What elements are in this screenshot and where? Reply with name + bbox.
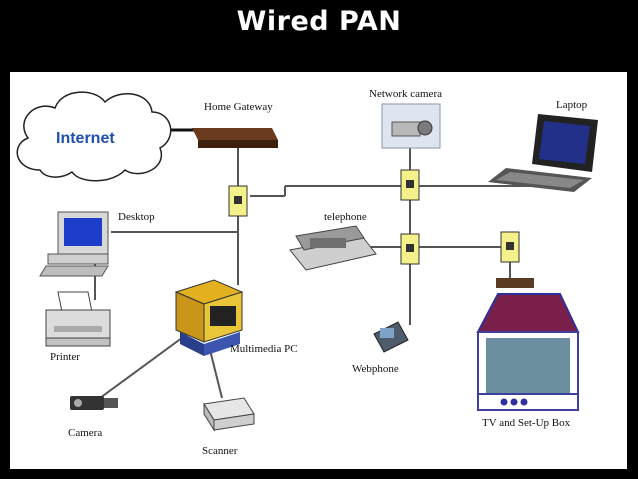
printer-icon (45, 291, 111, 347)
printer-label: Printer (50, 351, 80, 363)
wall-outlets (228, 169, 520, 265)
wall-outlet-icon (500, 231, 520, 263)
slide-title: Wired PAN (236, 6, 402, 37)
tv-icon (476, 278, 580, 411)
video-camera-icon (70, 396, 118, 410)
video-camera: Camera (68, 396, 118, 439)
scanner-label: Scanner (202, 445, 238, 457)
camera-icon (381, 103, 441, 149)
internet-cloud: Internet (16, 91, 172, 182)
camera-label: Camera (68, 427, 102, 439)
tv-settop: TV and Set-Up Box (476, 278, 580, 429)
scanner: Scanner (202, 397, 255, 457)
desktop-label: Desktop (118, 211, 155, 223)
laptop-label: Laptop (556, 99, 588, 111)
wall-outlet-icon (400, 233, 420, 265)
webphone-label: Webphone (352, 363, 399, 375)
multimedia-pc: Multimedia PC (174, 279, 298, 356)
telephone-label: telephone (324, 211, 367, 223)
laptop: Laptop (488, 99, 598, 192)
desktop: Desktop (39, 211, 155, 277)
printer: Printer (45, 291, 111, 363)
router-icon (192, 128, 278, 148)
home-gateway-label: Home Gateway (204, 101, 273, 113)
multimedia-pc-label: Multimedia PC (230, 343, 298, 355)
cloud-icon (16, 91, 172, 182)
webphone: Webphone (352, 321, 409, 375)
network-camera-label: Network camera (369, 88, 442, 100)
tv-settop-label: TV and Set-Up Box (482, 417, 571, 429)
telephone-icon (289, 225, 377, 271)
internet-label: Internet (56, 130, 115, 147)
wall-outlet-icon (400, 169, 420, 201)
telephone: telephone (289, 211, 377, 271)
webphone-icon (373, 321, 409, 353)
home-gateway: Home Gateway (192, 101, 278, 148)
laptop-icon (488, 114, 598, 192)
wall-outlet-icon (228, 185, 248, 217)
scanner-icon (203, 397, 255, 432)
pc-icon (174, 279, 244, 356)
desktop-icon (39, 211, 109, 277)
network-camera: Network camera (369, 88, 442, 149)
